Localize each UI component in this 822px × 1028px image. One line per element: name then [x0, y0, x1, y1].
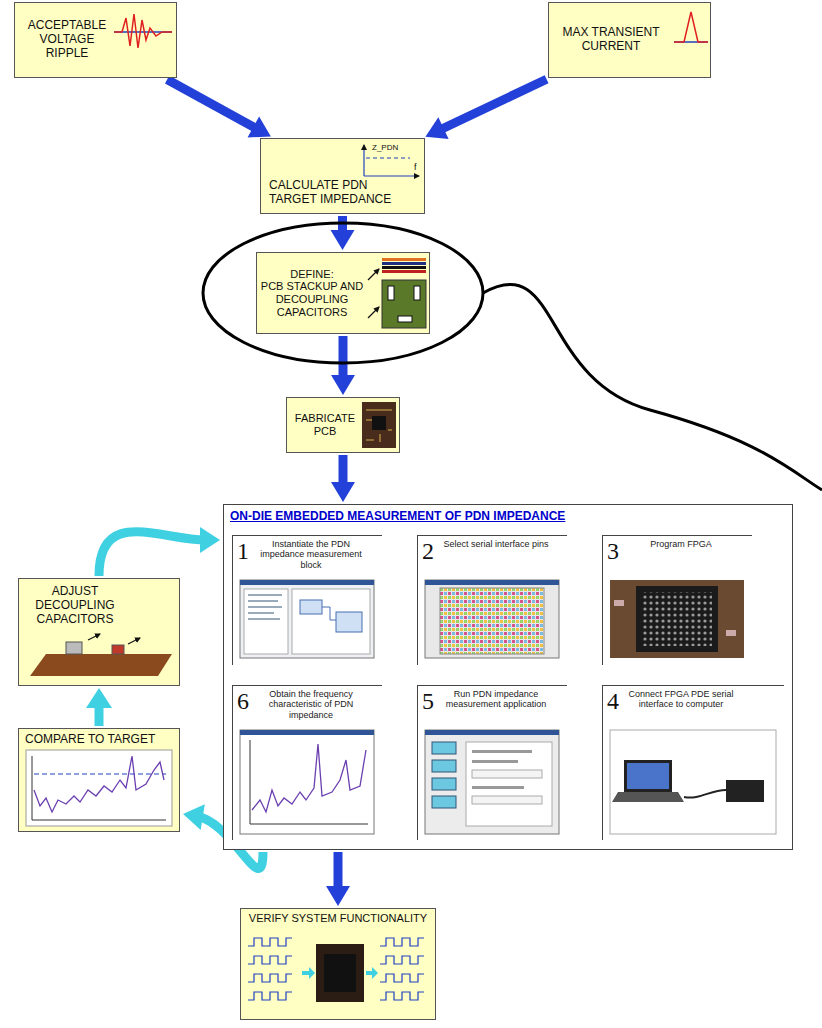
flow-arrow: [331, 455, 355, 502]
flow-arrow: [331, 336, 355, 395]
ripple-waveform-icon: [114, 14, 172, 48]
arrow-shaft: [99, 532, 206, 576]
step-caption: Select serial interface pins: [440, 539, 552, 549]
decoupling-board-icon: [368, 280, 426, 328]
box-label: COMPARE TO TARGET: [25, 733, 175, 747]
arrow-head: [331, 230, 355, 250]
step-caption: Program FPGA: [625, 539, 737, 549]
flow-arrow: [326, 852, 350, 906]
label-anchor: f: [414, 162, 417, 172]
current-pulse-icon: [674, 12, 708, 42]
step-caption: Run PDN impedance measurement applicatio…: [440, 689, 552, 710]
box-label: ADJUST DECOUPLING CAPACITORS: [25, 585, 125, 626]
feedback-arrow: [99, 527, 220, 576]
comparison-chart: [26, 750, 172, 826]
arrow-head: [86, 688, 112, 708]
step-number: 3: [607, 539, 619, 563]
axis-label: Z_PDN: [372, 143, 398, 152]
arrow-head: [331, 375, 355, 395]
box-label: DEFINE:: [259, 268, 365, 281]
arrow-head: [326, 886, 350, 906]
step-caption: Instantiate the PDN impedance measuremen…: [255, 539, 367, 570]
arrow-shaft: [167, 79, 258, 129]
box-label: VERIFY SYSTEM FUNCTIONALITY: [243, 912, 433, 925]
label-anchor: Z_PDN: [372, 143, 398, 152]
box-label: CALCULATE PDN TARGET IMPEDANCE: [269, 179, 409, 207]
stackup-icon: [368, 258, 426, 280]
box-label: FABRICATE PCB: [291, 412, 359, 437]
capacitor-board-illustration: [30, 634, 172, 676]
input-box: MAX TRANSIENT CURRENT: [548, 2, 711, 78]
arrow-head: [248, 116, 271, 137]
arrow-head: [331, 482, 355, 502]
step-number: 6: [237, 689, 249, 713]
application-screenshot: [425, 730, 559, 834]
step-caption: Connect FPGA PDE serial interface to com…: [625, 689, 737, 710]
step-number: 1: [237, 539, 249, 563]
flow-arrow: [167, 79, 271, 137]
box-label: ACCEPTABLE VOLTAGE RIPPLE: [21, 19, 113, 60]
impedance-axes-icon: [364, 145, 419, 176]
arrow-head: [200, 527, 220, 553]
arrow-head: [425, 117, 448, 139]
arrow-shaft: [339, 336, 348, 381]
flow-arrow: [86, 688, 112, 726]
box-label: PCB STACKUP AND DECOUPLING CAPACITORS: [259, 280, 365, 318]
box-label: MAX TRANSIENT CURRENT: [555, 26, 667, 54]
arrow-shaft: [438, 79, 547, 130]
flow-arrow: [331, 216, 355, 250]
highlight-ellipse: [203, 223, 822, 490]
system-verification-illustration: [248, 938, 424, 1002]
step-caption: Obtain the frequency characteristic of P…: [255, 689, 367, 720]
panel-heading: ON-DIE EMBEDDED MEASUREMENT OF PDN IMPED…: [230, 510, 730, 524]
laptop-connection-photo: [610, 730, 776, 834]
step-screenshot: [240, 580, 374, 658]
axis-label: f: [414, 162, 417, 172]
step-number: 4: [607, 689, 619, 713]
pcb-photo: [362, 402, 396, 448]
arrow-head: [183, 804, 205, 830]
step-number: 5: [422, 689, 434, 713]
fpga-board-photo: [610, 580, 744, 658]
pin-planner-screenshot: [425, 580, 559, 658]
step-number: 2: [422, 539, 434, 563]
input-box: ACCEPTABLE VOLTAGE RIPPLE: [14, 2, 177, 78]
impedance-plot-screenshot: [240, 730, 374, 834]
flow-arrow: [425, 79, 546, 139]
